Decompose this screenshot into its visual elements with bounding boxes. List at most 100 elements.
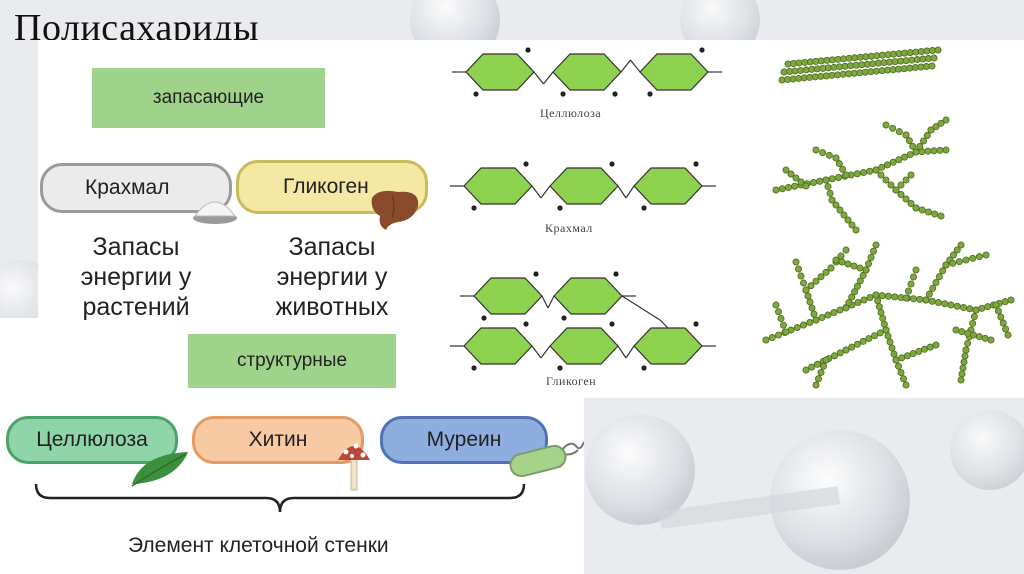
monomer-bead xyxy=(871,332,879,340)
polymer-shapes xyxy=(762,46,1015,389)
monomer-bead xyxy=(928,62,936,70)
monomer-bead xyxy=(822,268,830,276)
glycogen-desc-line: Запасы xyxy=(288,233,376,261)
cell-wall-caption: Элемент клеточной стенки xyxy=(128,534,389,557)
storage-label: запасающие xyxy=(92,68,325,128)
monomer-bead xyxy=(850,262,858,270)
monomer-bead xyxy=(818,313,826,321)
monomer-bead xyxy=(782,166,790,174)
monomer-bead xyxy=(901,153,909,161)
monomer-bead xyxy=(994,307,1002,315)
monomer-bead xyxy=(897,181,905,189)
monomer-bead xyxy=(882,326,890,334)
glycogen-label: Гликоген xyxy=(283,175,369,198)
monomer-bead xyxy=(852,226,860,234)
cellulose-pill: Целлюлоза xyxy=(6,416,178,464)
starch-desc-line: растений xyxy=(82,293,190,321)
murein-label: Муреин xyxy=(426,428,502,451)
monomer-bead xyxy=(964,339,972,347)
monomer-bead xyxy=(937,212,945,220)
monomer-bead xyxy=(958,328,966,336)
monomer-bead xyxy=(904,287,912,295)
monomer-bead xyxy=(872,291,880,299)
monomer-bead xyxy=(957,376,965,384)
monomer-bead xyxy=(817,273,825,281)
monomer-bead xyxy=(921,345,929,353)
monomer-bead xyxy=(842,171,850,179)
monomer-bead xyxy=(981,334,989,342)
monomer-bead xyxy=(816,177,824,185)
monomer-bead xyxy=(999,319,1007,327)
monomer-bead xyxy=(792,174,800,182)
monomer-bead xyxy=(903,352,911,360)
glycogen-glucose-unit xyxy=(549,327,619,365)
monomer-bead xyxy=(859,337,867,345)
monomer-bead xyxy=(927,126,935,134)
hydroxyl-dot xyxy=(523,161,529,167)
monomer-bead xyxy=(982,251,990,259)
monomer-bead xyxy=(923,132,931,140)
monomer-bead xyxy=(810,178,818,186)
monomer-bead xyxy=(962,346,970,354)
monomer-bead xyxy=(813,360,821,368)
structural-label: структурные xyxy=(188,334,396,388)
monomer-bead xyxy=(894,362,902,370)
monomer-bead xyxy=(792,258,800,266)
monomer-bead xyxy=(1002,325,1010,333)
monomer-bead xyxy=(860,296,868,304)
monomer-bead xyxy=(902,131,910,139)
monomer-bead xyxy=(892,356,900,364)
glycogen-glucose-unit xyxy=(473,277,543,315)
hydroxyl-dot xyxy=(641,365,647,371)
leaf-icon xyxy=(131,452,188,487)
monomer-bead xyxy=(934,46,942,54)
monomer-bead xyxy=(772,301,780,309)
monomer-bead xyxy=(812,277,820,285)
hydroxyl-dot xyxy=(473,91,479,97)
bacterium-icon xyxy=(509,441,584,478)
monomer-bead xyxy=(884,292,892,300)
monomer-bead xyxy=(867,253,875,261)
monomer-bead xyxy=(884,332,892,340)
monomer-bead xyxy=(924,147,932,155)
monomer-bead xyxy=(953,302,961,310)
monomer-bead xyxy=(785,183,793,191)
monomer-bead xyxy=(800,321,808,329)
monomer-bead xyxy=(902,195,910,203)
monomer-bead xyxy=(800,279,808,287)
glycosidic-bond xyxy=(531,345,542,359)
cellulose-caption: Целлюлоза xyxy=(540,106,602,120)
monomer-bead xyxy=(916,143,924,151)
monomer-bead xyxy=(848,343,856,351)
monomer-bead xyxy=(874,297,882,305)
cell-wall-bracket xyxy=(34,483,526,513)
monomer-bead xyxy=(875,303,883,311)
hydroxyl-dot xyxy=(471,365,477,371)
monomer-bead xyxy=(939,267,947,275)
monomer-bead xyxy=(975,253,983,261)
monomer-bead xyxy=(822,356,830,364)
monomer-bead xyxy=(992,301,1000,309)
cellulose-label: Целлюлоза xyxy=(36,428,148,451)
monomer-bead xyxy=(889,158,897,166)
monomer-bead xyxy=(866,293,874,301)
hydroxyl-dot xyxy=(481,315,487,321)
monomer-bead xyxy=(879,314,887,322)
hydroxyl-dot xyxy=(609,321,615,327)
monomer-bead xyxy=(827,264,835,272)
monomer-bead xyxy=(815,375,823,383)
hydroxyl-dot xyxy=(693,161,699,167)
monomer-bead xyxy=(926,343,934,351)
monomer-bead xyxy=(907,280,915,288)
monomer-bead xyxy=(812,146,820,154)
monomer-bead xyxy=(902,176,910,184)
monomer-bead xyxy=(808,304,816,312)
monomer-bead xyxy=(832,154,840,162)
monomer-bead xyxy=(888,344,896,352)
monomer-bead xyxy=(930,147,938,155)
glycogen-desc-line: энергии у xyxy=(276,263,388,291)
monomer-bead xyxy=(942,146,950,154)
starch-description: Запасы энергии у растений xyxy=(56,232,216,322)
monomer-bead xyxy=(836,306,844,314)
monomer-bead xyxy=(877,308,885,316)
